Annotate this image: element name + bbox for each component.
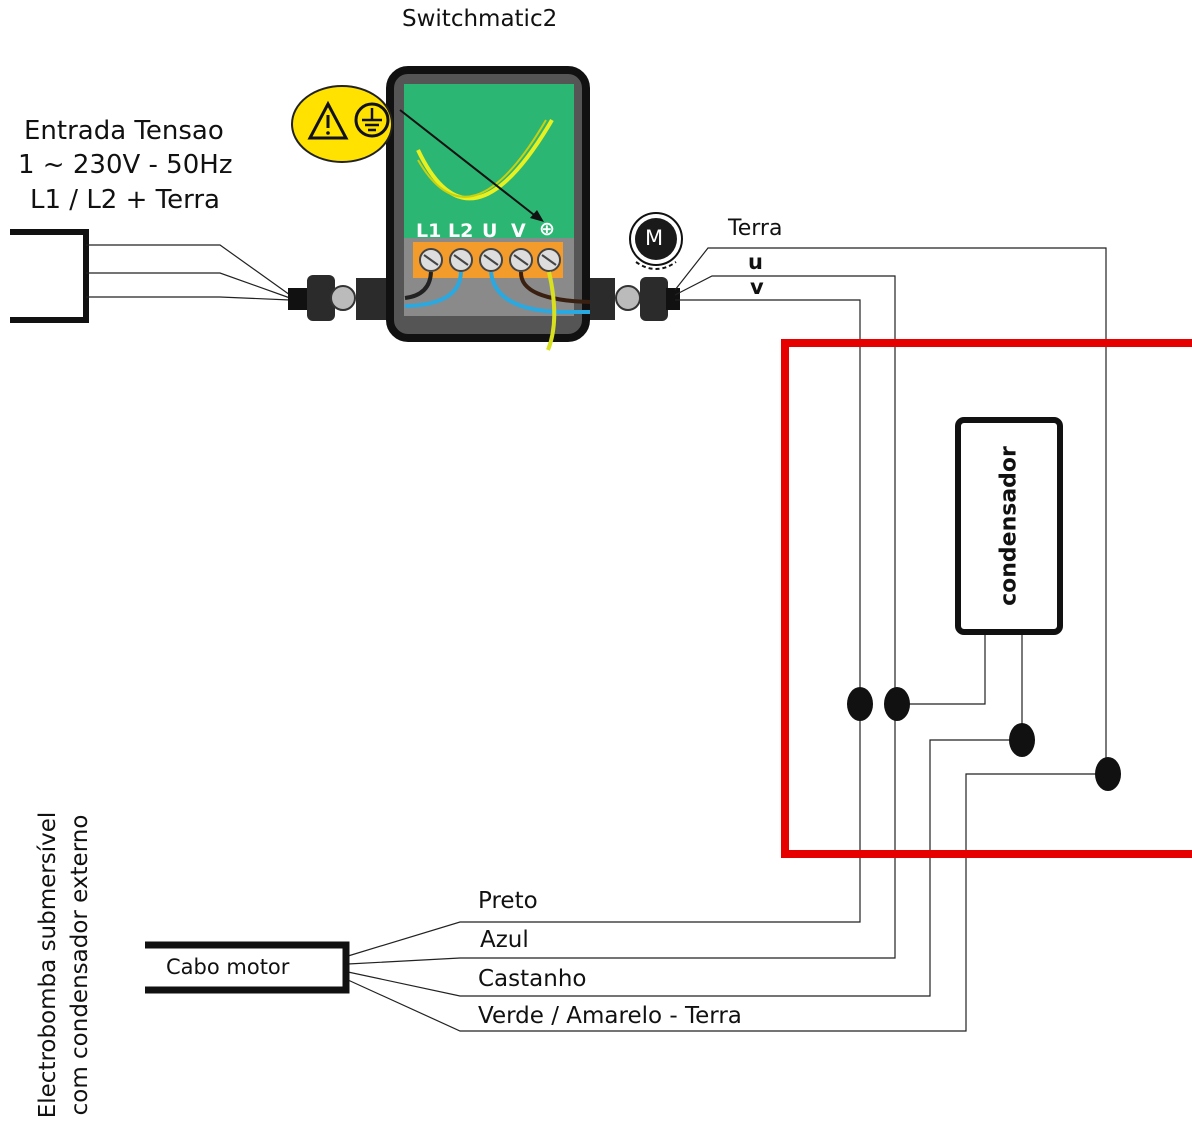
input-voltage-spec: 1 ~ 230V - 50Hz: [18, 150, 233, 180]
motor-cable-end: [145, 941, 350, 994]
wire-label-castanho: Castanho: [478, 966, 587, 992]
output-label-v: v: [750, 275, 764, 299]
wire-label-preto: Preto: [478, 888, 538, 914]
motor-symbol-label: M: [645, 226, 664, 250]
earth-pointer-arrow: [399, 109, 539, 219]
output-label-u: u: [748, 250, 763, 274]
pump-label-line2: com condensador externo: [67, 814, 93, 1116]
input-wires: [86, 244, 291, 301]
output-label-terra: Terra: [728, 216, 783, 241]
capacitor-label: condensador: [996, 446, 1022, 606]
capacitor-box: [955, 417, 1063, 635]
pump-label-line1: Electrobomba submersível: [35, 811, 61, 1119]
earth-ground-icon: [354, 102, 390, 138]
left-cable-gland: [288, 275, 388, 321]
terminal-label-v: V: [511, 220, 526, 242]
earth-wire-loop: [416, 118, 554, 201]
wire-label-terra: Verde / Amarelo - Terra: [478, 1003, 742, 1029]
input-plug: [10, 229, 89, 323]
right-cable-gland: [585, 277, 680, 321]
wire-label-azul: Azul: [480, 927, 529, 953]
terminal-label-l2: L2: [448, 220, 474, 242]
input-voltage-title: Entrada Tensao: [24, 116, 224, 146]
terminal-label-l1: L1: [416, 220, 442, 242]
terminal-label-u: U: [482, 220, 498, 242]
warning-triangle-icon: [307, 100, 349, 140]
motor-cable-label: Cabo motor: [166, 955, 290, 979]
motor-icon: [629, 212, 683, 270]
circuit-board: [404, 84, 574, 240]
input-voltage-wiring: L1 / L2 + Terra: [30, 185, 220, 215]
output-wires: [347, 247, 1107, 1032]
junction-dots: [847, 687, 1121, 791]
terminal-label-earth: ⊕: [539, 218, 555, 240]
capacitor-highlight-box: [781, 339, 1192, 858]
device-title: Switchmatic2: [402, 6, 558, 32]
